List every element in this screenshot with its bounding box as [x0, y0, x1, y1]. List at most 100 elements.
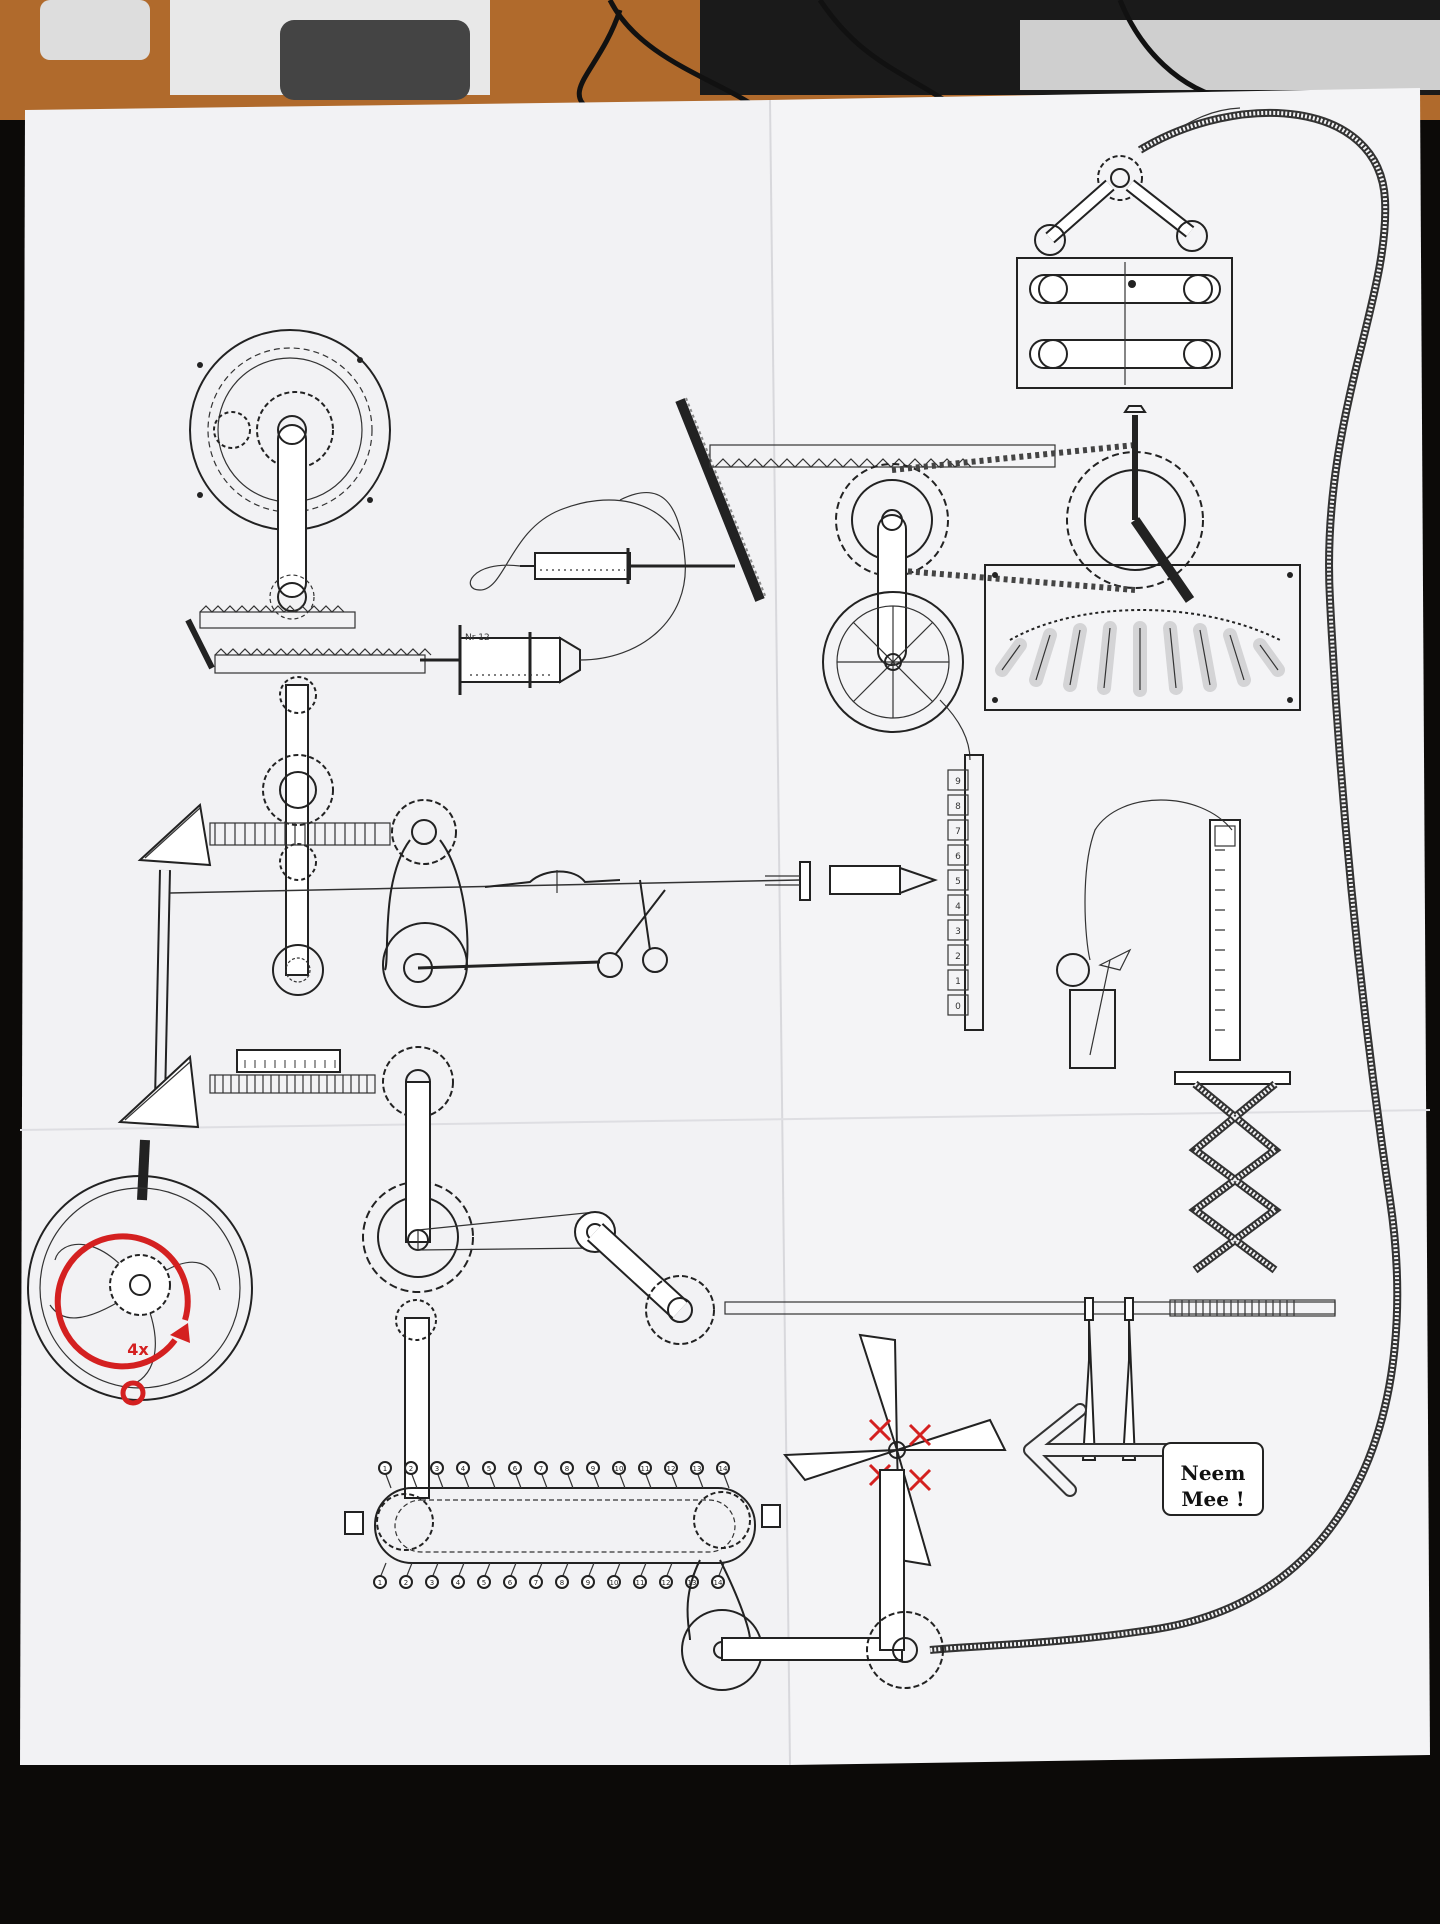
ruler-number: 8 [955, 802, 961, 812]
conveyor-pin-head [456, 1461, 470, 1475]
ruler-number: 4 [955, 902, 961, 912]
ruler-box [947, 944, 969, 966]
conveyor-number: 2 [409, 1465, 413, 1473]
conveyor-number: 14 [714, 1579, 723, 1587]
conveyor-number: 1 [378, 1579, 382, 1587]
ruler-box [947, 819, 969, 841]
conveyor-pin-head [477, 1575, 491, 1589]
ruler-number: 5 [955, 877, 961, 887]
conveyor-number: 10 [615, 1465, 624, 1473]
ruler-number: 0 [955, 1002, 961, 1012]
conveyor-pin-head [430, 1461, 444, 1475]
conveyor-pin-head [378, 1461, 392, 1475]
conveyor-pin-head [586, 1461, 600, 1475]
ruler-box [947, 919, 969, 941]
ruler-number: 6 [955, 852, 961, 862]
conveyor-number: 10 [610, 1579, 619, 1587]
conveyor-pin-head [638, 1461, 652, 1475]
conveyor-pin-head [508, 1461, 522, 1475]
turbine-wheel: 4x [27, 1139, 253, 1406]
ruler-box [947, 894, 969, 916]
conveyor-number: 12 [662, 1579, 671, 1587]
conveyor-number: 9 [586, 1579, 590, 1587]
cables [576, 0, 1231, 113]
watch-band [280, 20, 470, 100]
desk-device [1020, 20, 1440, 90]
conveyor-pin-head [373, 1575, 387, 1589]
gear-stack-left [137, 676, 457, 1101]
conveyor-pin-head [404, 1461, 418, 1475]
piano-panel [984, 564, 1301, 711]
conveyor-number: 8 [565, 1465, 569, 1473]
svg-text:Nr 12: Nr 12 [465, 633, 490, 643]
conveyor-number: 13 [693, 1465, 702, 1473]
pulley-scissors [382, 839, 668, 1008]
conveyor-number: 8 [560, 1579, 564, 1587]
conveyor-number: 2 [404, 1579, 408, 1587]
conveyor-pin-head [451, 1575, 465, 1589]
neem-mee-sign: Neem Mee ! [1162, 1442, 1264, 1516]
conveyor-pin-head [612, 1461, 626, 1475]
conveyor-number: 9 [591, 1465, 595, 1473]
ring-gear-assembly [189, 329, 391, 620]
measuring-cylinder [1056, 799, 1291, 1274]
conveyor-number: 4 [456, 1579, 461, 1587]
paper-seam [769, 99, 791, 1766]
pinwheel [782, 1333, 1007, 1567]
paper-right [770, 88, 1430, 1765]
conveyor-pin-head [581, 1575, 595, 1589]
floor [0, 1765, 1440, 1920]
wagon-wheel [822, 591, 971, 761]
conveyor-pin-head [633, 1575, 647, 1589]
conveyor-pin-head [607, 1575, 621, 1589]
gripper-mechanism [1016, 107, 1241, 389]
ruler-number: 3 [955, 927, 961, 937]
vertical-ruler: 9 8 7 6 5 4 3 2 1 0 [947, 754, 984, 1031]
ruler-box [947, 769, 969, 791]
conveyor-number: 3 [430, 1579, 434, 1587]
paper-fold [19, 1109, 1431, 1131]
syringe-small [469, 499, 735, 591]
ruler-box [947, 994, 969, 1016]
conveyor-number: 1 [383, 1465, 387, 1473]
sign-line2: Mee ! [1181, 1487, 1244, 1511]
conveyor-number: 5 [482, 1579, 486, 1587]
conveyor-pin-head [560, 1461, 574, 1475]
ruler-number: 2 [955, 952, 961, 962]
conveyor-pin-head [503, 1575, 517, 1589]
diagonal-rack [675, 397, 767, 602]
ruler-box [947, 969, 969, 991]
multiplier-label: 4x [127, 1340, 149, 1359]
conveyor-number: 3 [435, 1465, 439, 1473]
conveyor-pin-head [482, 1461, 496, 1475]
bevel-worm-lower [117, 1046, 454, 1129]
ruler-number: 1 [955, 977, 961, 987]
ruler-box [947, 869, 969, 891]
conveyor-pin-head [711, 1575, 725, 1589]
syringe-large: Nr 12 [420, 491, 686, 695]
conveyor-number: 4 [461, 1465, 466, 1473]
chain-drive-assembly [709, 405, 1204, 666]
conveyor-number: 11 [636, 1579, 645, 1587]
rack-and-link [185, 605, 432, 674]
conveyor-number: 14 [719, 1465, 728, 1473]
conveyor-pin-head [716, 1461, 730, 1475]
conveyor-number: 7 [539, 1465, 543, 1473]
conveyor-pin-head [664, 1461, 678, 1475]
thread-mechanism [169, 861, 938, 901]
conveyor-number: 6 [508, 1579, 513, 1587]
conveyor-pin-head [555, 1575, 569, 1589]
conveyor-pin-head [534, 1461, 548, 1475]
bottom-drive [681, 1469, 944, 1691]
conveyor-pin-head [425, 1575, 439, 1589]
conveyor-number: 6 [513, 1465, 518, 1473]
ruler-box [947, 794, 969, 816]
sign-line1: Neem [1181, 1461, 1246, 1485]
conveyor-pin-head [690, 1461, 704, 1475]
conveyor-pin-head [529, 1575, 543, 1589]
ruler-number: 7 [955, 827, 961, 837]
ruler-number: 9 [955, 777, 961, 787]
